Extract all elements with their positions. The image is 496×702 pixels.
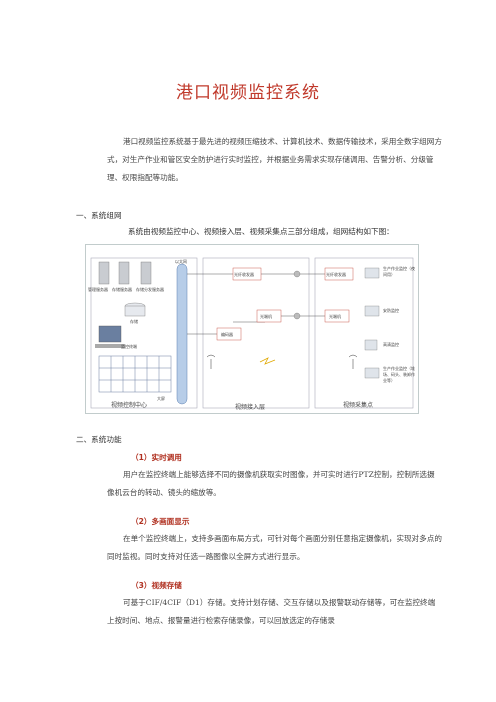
collect-label-2: 光端机 [329,314,341,319]
camera-label-3: 高清监控 [383,342,399,347]
access-label-2: 光端机 [260,314,272,319]
func2-title: （2）多画面显示 [131,517,190,526]
func1-title: （1）实时调用 [131,453,182,462]
access-label-1: 光纤收发器 [234,272,254,277]
access-label-3: 编码器 [221,332,233,337]
section1-heading: 一、系统组网 [76,211,122,220]
camera-label-2: 安防监控 [383,308,399,313]
func1-text: 用户在监控终端上能够选择不同的摄像机获取实时图像，并可实时进行PTZ控制，控制所… [107,470,435,497]
section2-heading: 二、系统功能 [76,435,122,444]
wall-label: 大屏 [157,396,165,401]
network-diagram: 管理服务器 存储服务器 存储分发服务器 以太网 存储 监控终端 大屏 光纤收发器… [85,244,419,414]
server-label-3: 存储分发服务器 [136,287,164,292]
func3-title: （3）视频存储 [131,581,182,590]
zone-label-access: 视频接入层 [235,404,266,411]
camera-label-1: 生产作业监控（夜间用） [383,266,415,277]
terminal-label: 监控终端 [121,344,137,349]
func3-text: 可基于CIF/4CIF（D1）存储。支持计划存储、交互存储以及报警联动存储等，可… [107,598,436,625]
network-diagram-svg [85,244,419,414]
page-title: 港口视频监控系统 [176,83,320,103]
func2-text: 在单个监控终端上，支持多画面布局方式，可针对每个画面分别任意指定摄像机，实现对多… [107,534,442,561]
storage-label: 存储 [130,319,138,324]
bus-label: 以太网 [175,259,187,264]
server-label-1: 管理服务器 [88,287,108,292]
section1-text: 系统由视频监控中心、视频接入层、视频采集点三部分组成，组网结构如下图： [128,227,394,236]
zone-label-center: 视频控制中心 [111,402,148,409]
zone-label-collect: 视频采集点 [343,402,374,409]
intro-paragraph: 港口视频监控系统基于最先进的视频压缩技术、计算机技术、数据传输技术，采用全数字组… [107,137,442,182]
camera-label-4: 生产作业监控（堆场、码头、装卸作业等） [383,366,415,383]
server-label-2: 存储服务器 [112,287,132,292]
collect-label-1: 光纤收发器 [326,272,346,277]
